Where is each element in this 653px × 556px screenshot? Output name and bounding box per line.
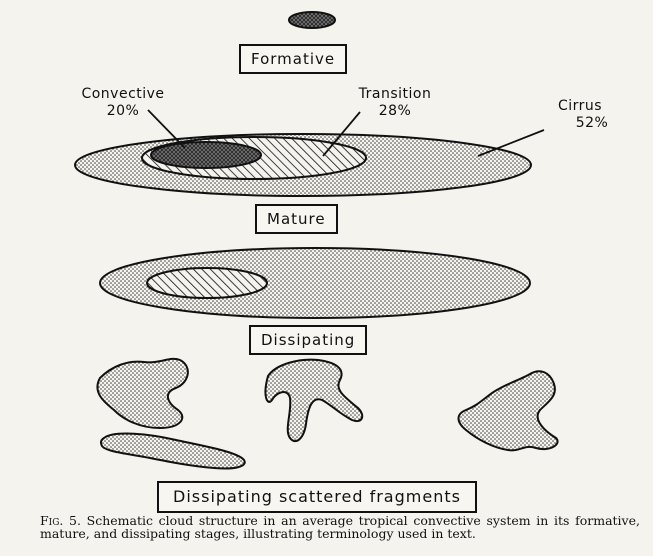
cirrus-label: Cirrus 52%	[525, 98, 635, 132]
cirrus-name: Cirrus	[525, 98, 635, 115]
fragment-shape	[459, 371, 558, 450]
convective-label: Convective 20%	[58, 86, 188, 120]
fragment-shape	[97, 359, 187, 428]
scattered-fragments	[97, 359, 557, 469]
cirrus-percent: 52%	[525, 115, 635, 132]
stage-label-mature: Mature	[255, 204, 338, 234]
mature-system-top	[75, 110, 544, 196]
figure-caption: Fig. 5. Schematic cloud structure in an …	[40, 514, 640, 540]
convective-percent: 20%	[58, 103, 188, 120]
fragment-shape	[265, 360, 362, 442]
fragment-shape	[101, 434, 245, 469]
transition-label: Transition 28%	[335, 86, 455, 120]
dissipating-transition-region	[147, 268, 267, 298]
figure-caption-text: Schematic cloud structure in an average …	[40, 513, 640, 541]
dissipating-system	[100, 248, 530, 318]
convective-name: Convective	[58, 86, 188, 103]
stage-label-fragments: Dissipating scattered fragments	[157, 481, 477, 513]
transition-name: Transition	[335, 86, 455, 103]
stage-label-formative: Formative	[239, 44, 347, 74]
convective-region	[151, 142, 261, 168]
transition-percent: 28%	[335, 103, 455, 120]
stage-label-dissipating: Dissipating	[249, 325, 367, 355]
formative-core-shape	[289, 12, 335, 28]
